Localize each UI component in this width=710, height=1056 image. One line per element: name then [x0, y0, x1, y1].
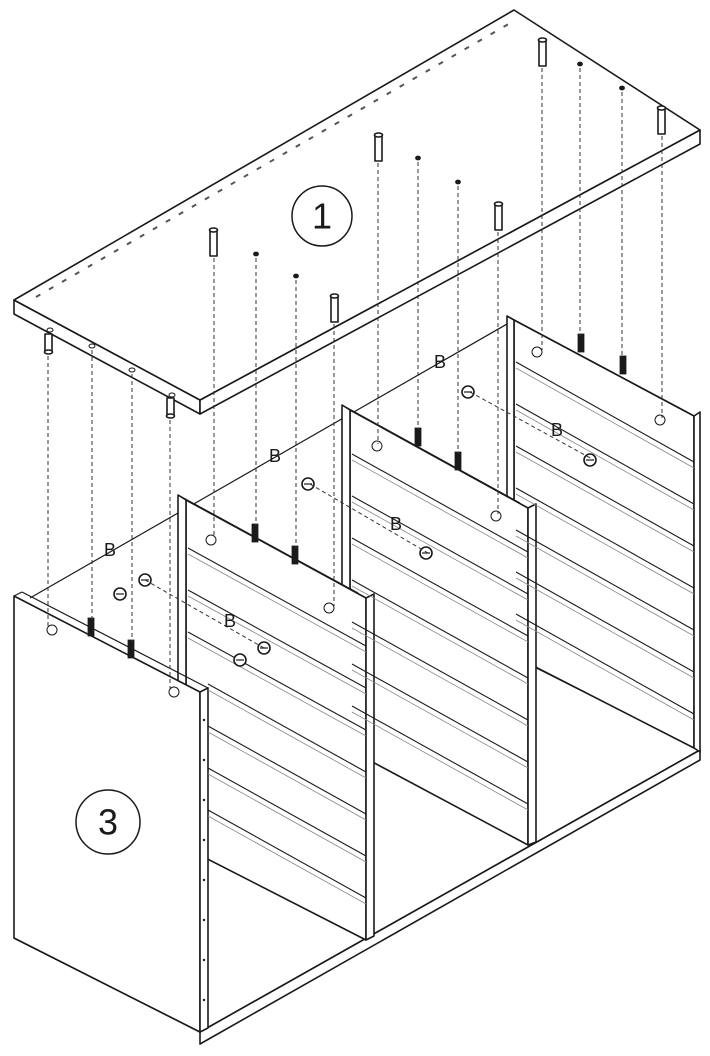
- dowel: [43, 333, 54, 355]
- dowel: [329, 293, 340, 323]
- slats: [187, 361, 695, 905]
- top-panel-hole: [46, 327, 54, 333]
- dowel: [165, 397, 176, 419]
- top-panel: [13, 9, 701, 415]
- right-side-thickness: [693, 411, 701, 753]
- partition-1-top: [177, 494, 359, 594]
- threaded-stud: [251, 523, 259, 543]
- slats-bay-1: [187, 547, 367, 905]
- carcass: [13, 315, 701, 1045]
- threaded-stud: [127, 639, 135, 659]
- threaded-stud: [414, 427, 422, 447]
- pin-head: [415, 155, 421, 161]
- cam-lock: [419, 546, 433, 560]
- threaded-stud: [454, 451, 462, 471]
- pin-head: [253, 251, 259, 257]
- dowel: [208, 227, 219, 257]
- pin-head: [455, 179, 461, 185]
- label-b: B: [390, 514, 402, 534]
- top-panel-hole: [168, 392, 176, 398]
- base-panel-edge: [199, 749, 701, 1045]
- threaded-stud: [619, 355, 627, 375]
- part-1-number: 1: [312, 196, 332, 237]
- top-dowels: [208, 37, 667, 323]
- label-b: B: [104, 540, 116, 560]
- cam-locks: [113, 385, 597, 667]
- label-b: B: [434, 352, 446, 372]
- vertical-guides: [47, 68, 663, 690]
- dowel: [493, 201, 504, 231]
- part-3-number: 3: [98, 802, 118, 843]
- part-1-bubble: 1: [291, 185, 353, 247]
- label-b: B: [551, 420, 563, 440]
- left-side-thickness: [199, 687, 209, 1033]
- edge-dots: [202, 718, 206, 1002]
- threaded-stud: [87, 617, 95, 637]
- back-panel-edge: [29, 319, 515, 599]
- top-panel-hole: [88, 343, 96, 349]
- cam-lock: [233, 653, 247, 667]
- left-side-top: [21, 591, 209, 689]
- cam-lock-labels: B B B B B B: [104, 352, 563, 631]
- top-panel-drill-row: [35, 21, 513, 298]
- front-dowels: [43, 333, 176, 419]
- left-side-corner: [13, 591, 23, 597]
- top-panel-face: [13, 9, 701, 401]
- cam-lock: [257, 641, 271, 655]
- top-panel-hole: [128, 367, 136, 373]
- label-b: B: [224, 611, 236, 631]
- cam-lock: [583, 453, 597, 467]
- pin-head: [619, 85, 625, 91]
- cam-lock: [301, 477, 315, 491]
- dowel: [656, 105, 667, 135]
- partition-2-thickness: [527, 503, 537, 846]
- partition-1-thickness: [365, 593, 375, 941]
- cam-holes: [46, 346, 666, 698]
- cam-lock: [461, 385, 475, 399]
- right-side-top: [506, 315, 688, 413]
- threaded-studs: [87, 333, 627, 659]
- cam-lock: [113, 587, 127, 601]
- slats-bay-3: [515, 361, 695, 721]
- part-3-bubble: 3: [75, 789, 141, 855]
- slats-bay-2: [351, 453, 529, 811]
- label-b: B: [269, 446, 281, 466]
- cam-guides: [144, 391, 595, 649]
- threaded-stud: [291, 545, 299, 565]
- dowel: [537, 37, 548, 67]
- threaded-stud: [577, 333, 585, 353]
- dowel: [373, 132, 384, 162]
- partition-2-top: [341, 404, 521, 504]
- pin-head: [577, 61, 583, 67]
- pin-head: [293, 273, 299, 279]
